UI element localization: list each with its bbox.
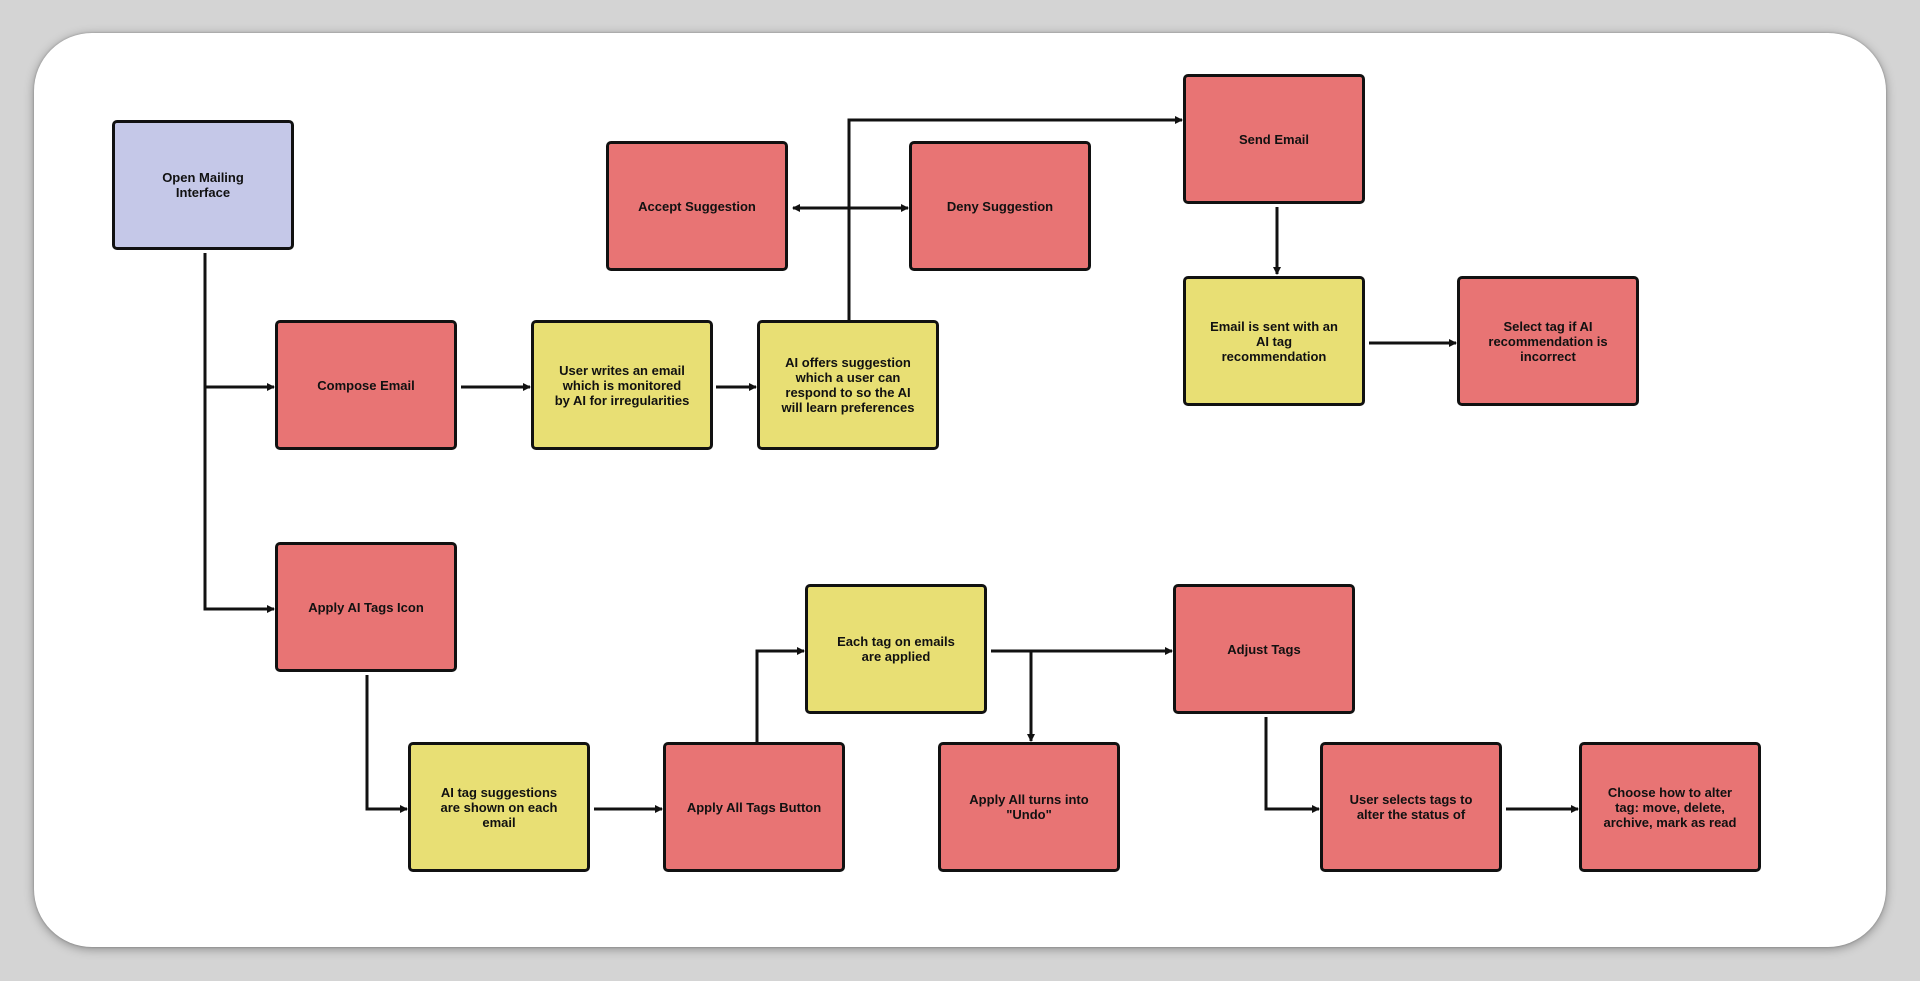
node-label: Adjust Tags [1227, 641, 1301, 657]
node-adjust-tags: Adjust Tags [1173, 584, 1355, 714]
node-accept-suggestion: Accept Suggestion [606, 141, 788, 271]
node-email-sent-with-tag: Email is sent with an AI tag recommendat… [1183, 276, 1365, 406]
node-each-tag-applied: Each tag on emails are applied [805, 584, 987, 714]
node-user-selects-tags: User selects tags to alter the status of [1320, 742, 1502, 872]
node-label: User writes an email which is monitored … [554, 362, 690, 408]
node-label: Compose Email [317, 377, 415, 393]
node-user-writes-email: User writes an email which is monitored … [531, 320, 713, 450]
node-label: Select tag if AI recommendation is incor… [1488, 318, 1608, 364]
node-label: Choose how to alter tag: move, delete, a… [1603, 784, 1737, 830]
node-label: Apply All Tags Button [686, 799, 822, 815]
node-label: Email is sent with an AI tag recommendat… [1210, 318, 1338, 364]
node-label: Deny Suggestion [946, 198, 1054, 214]
node-compose-email: Compose Email [275, 320, 457, 450]
node-apply-all-tags-button: Apply All Tags Button [663, 742, 845, 872]
node-apply-all-undo: Apply All turns into "Undo" [938, 742, 1120, 872]
node-label: Each tag on emails are applied [837, 634, 955, 664]
node-choose-how-to-alter: Choose how to alter tag: move, delete, a… [1579, 742, 1761, 872]
node-label: Accept Suggestion [638, 198, 756, 214]
node-label: User selects tags to alter the status of [1349, 792, 1473, 822]
node-send-email: Send Email [1183, 74, 1365, 204]
node-label: Open Mailing Interface [162, 170, 244, 200]
node-label: Apply AI Tags Icon [308, 599, 424, 615]
node-select-tag-if-incorrect: Select tag if AI recommendation is incor… [1457, 276, 1639, 406]
node-label: AI offers suggestion which a user can re… [781, 355, 915, 415]
node-label: AI tag suggestions are shown on each ema… [440, 784, 558, 830]
node-label: Apply All turns into "Undo" [969, 792, 1089, 822]
node-apply-ai-tags-icon: Apply AI Tags Icon [275, 542, 457, 672]
node-ai-offers-suggestion: AI offers suggestion which a user can re… [757, 320, 939, 450]
node-ai-tag-suggestions-shown: AI tag suggestions are shown on each ema… [408, 742, 590, 872]
node-label: Send Email [1238, 131, 1310, 147]
node-open-mailing-interface: Open Mailing Interface [112, 120, 294, 250]
node-deny-suggestion: Deny Suggestion [909, 141, 1091, 271]
